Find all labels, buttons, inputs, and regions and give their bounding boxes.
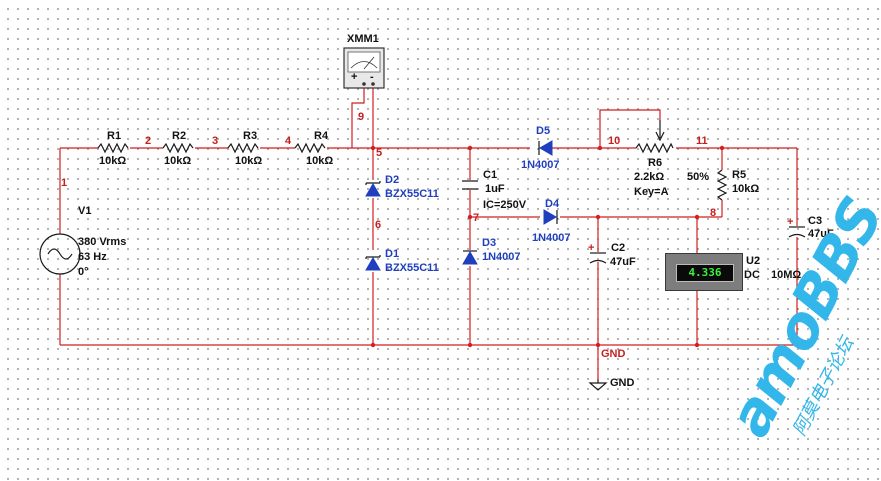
xmm1-plus: + — [351, 71, 357, 83]
d4-part: 1N4007 — [532, 232, 571, 244]
net-label-9: 9 — [358, 111, 364, 123]
net-label-3: 3 — [212, 135, 218, 147]
circuit-schematic: + + 1 2 3 4 5 6 7 8 9 10 11 GND R1 10kΩ … — [39, 33, 834, 391]
zener-diode-d1-symbol[interactable] — [365, 255, 381, 271]
d1-ref: D1 — [385, 248, 399, 260]
diode-d3-symbol[interactable] — [462, 250, 478, 265]
u2-mode: DC — [744, 269, 760, 281]
diode-d5-symbol[interactable] — [538, 140, 553, 156]
r6-percent: 50% — [687, 171, 709, 183]
net-label-11: 11 — [696, 135, 708, 147]
u2-resistance: 10MΩ — [771, 269, 801, 281]
r5-value: 10kΩ — [732, 183, 759, 195]
r5-ref: R5 — [732, 169, 746, 181]
multimeter-xmm1[interactable] — [343, 47, 385, 89]
r4-ref: R4 — [314, 130, 329, 142]
potentiometer-r6-symbol[interactable] — [635, 120, 674, 154]
d4-ref: D4 — [545, 198, 560, 210]
v1-ref: V1 — [78, 205, 91, 217]
svg-text:+: + — [588, 242, 594, 254]
v1-phase: 0° — [78, 266, 89, 278]
d2-part: BZX55C11 — [385, 188, 439, 200]
r3-ref: R3 — [243, 130, 257, 142]
resistor-r2-symbol[interactable] — [162, 142, 194, 154]
xmm1-minus: - — [370, 71, 374, 83]
r1-value: 10kΩ — [99, 155, 126, 167]
r4-value: 10kΩ — [306, 155, 333, 167]
ac-source-v1-symbol[interactable] — [39, 233, 81, 275]
resistor-r5-symbol[interactable] — [716, 169, 728, 201]
capacitor-c3-symbol[interactable]: + — [787, 216, 806, 238]
net-label-4: 4 — [285, 135, 292, 147]
ground-label: GND — [610, 377, 635, 389]
r1-ref: R1 — [107, 130, 121, 142]
r6-ref: R6 — [648, 157, 662, 169]
c3-ref: C3 — [808, 215, 822, 227]
ground-symbol — [588, 380, 608, 391]
net-label-1: 1 — [61, 177, 67, 189]
zener-diode-d2-symbol[interactable] — [365, 181, 381, 197]
d5-ref: D5 — [536, 125, 550, 137]
d3-ref: D3 — [482, 237, 496, 249]
capacitor-c2-symbol[interactable]: + — [588, 242, 607, 264]
diode-d4-symbol[interactable] — [543, 209, 558, 225]
v1-frequency: 63 Hz — [78, 251, 107, 263]
junctions — [370, 145, 725, 348]
xmm1-ref: XMM1 — [347, 33, 379, 45]
net-label-7: 7 — [473, 212, 479, 224]
wires — [59, 88, 798, 380]
net-label-10: 10 — [608, 135, 620, 147]
u2-ref: U2 — [746, 255, 760, 267]
r3-value: 10kΩ — [235, 155, 262, 167]
net-label-2: 2 — [145, 135, 151, 147]
capacitor-c1-symbol[interactable] — [462, 180, 478, 190]
svg-text:+: + — [787, 216, 793, 228]
d3-part: 1N4007 — [482, 251, 521, 263]
c1-ref: C1 — [483, 169, 497, 181]
u2-display-reading: 4.336 — [676, 264, 734, 282]
c2-ref: C2 — [611, 242, 625, 254]
net-label-gnd: GND — [601, 348, 626, 360]
net-label-8: 8 — [710, 207, 716, 219]
resistor-r4-symbol[interactable] — [294, 142, 326, 154]
d1-part: BZX55C11 — [385, 262, 439, 274]
net-label-5: 5 — [376, 147, 382, 159]
dc-voltmeter-u2[interactable]: 4.336 — [665, 253, 743, 291]
c2-value: 47uF — [610, 256, 636, 268]
c1-ic: IC=250V — [483, 199, 527, 211]
r2-ref: R2 — [172, 130, 186, 142]
resistor-r1-symbol[interactable] — [97, 142, 129, 154]
d5-part: 1N4007 — [521, 159, 560, 171]
r6-key: Key=A — [634, 186, 669, 198]
r6-value: 2.2kΩ — [634, 171, 664, 183]
v1-amplitude: 380 Vrms — [78, 236, 126, 248]
c3-value: 47uF — [808, 228, 834, 240]
d2-ref: D2 — [385, 174, 399, 186]
net-label-6: 6 — [375, 219, 381, 231]
c1-value: 1uF — [485, 183, 505, 195]
r2-value: 10kΩ — [164, 155, 191, 167]
resistor-r3-symbol[interactable] — [227, 142, 259, 154]
